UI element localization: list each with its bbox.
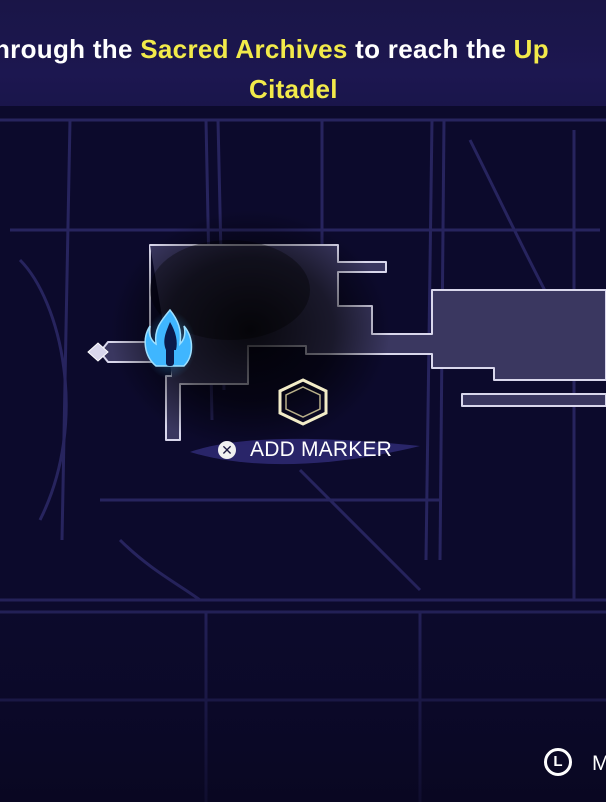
map-button-label: M	[592, 752, 606, 775]
objective-destination-highlight: Up	[513, 34, 549, 64]
objective-text: to reach the	[347, 34, 514, 64]
objective-location-highlight: Sacred Archives	[140, 34, 348, 64]
objective-text: hrough the	[0, 34, 141, 64]
add-marker-prompt[interactable]: ✕ ADD MARKER	[190, 430, 420, 468]
objective-banner: hrough the Sacred Archives to reach the …	[0, 0, 606, 106]
left-stick-button-icon: L	[544, 748, 572, 776]
objective-line-1: hrough the Sacred Archives to reach the …	[0, 34, 549, 65]
objective-line-2: Citadel	[249, 74, 338, 104]
add-marker-label: ADD MARKER	[250, 438, 393, 461]
cross-button-icon: ✕	[218, 441, 236, 459]
